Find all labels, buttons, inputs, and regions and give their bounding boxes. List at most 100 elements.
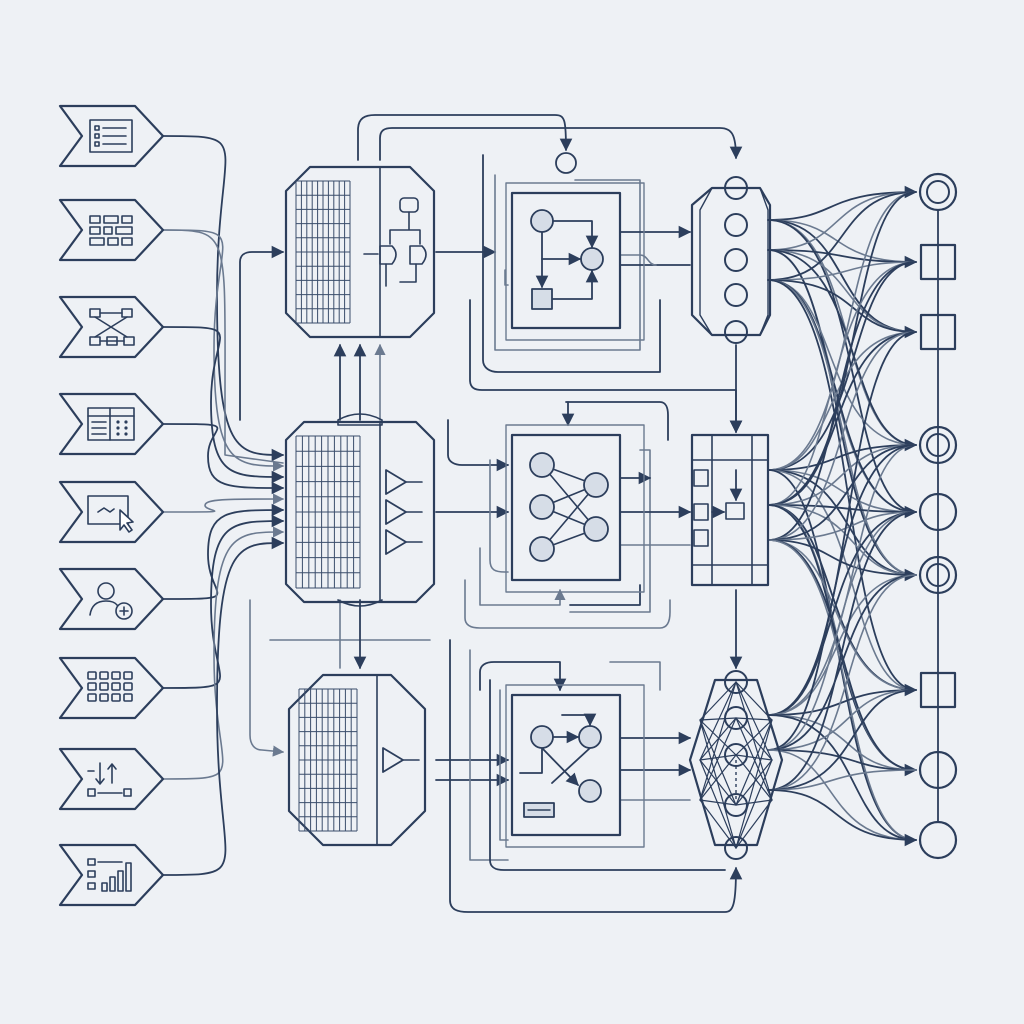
connection-wire xyxy=(767,511,917,791)
connection-wire xyxy=(519,747,543,774)
connection-wire xyxy=(767,331,917,506)
output-1[interactable] xyxy=(918,172,958,212)
connection-wire xyxy=(767,689,917,791)
output-circle xyxy=(918,492,958,532)
hub-top[interactable] xyxy=(690,176,772,344)
connection-wire xyxy=(162,503,285,600)
hub-body xyxy=(690,186,772,337)
processor-top[interactable] xyxy=(284,165,436,339)
output-6[interactable] xyxy=(918,555,958,595)
connection-wire xyxy=(767,261,917,506)
output-9[interactable] xyxy=(918,820,958,860)
connection-wire xyxy=(162,326,285,484)
amplifier-icon xyxy=(385,469,423,555)
input-cursor[interactable] xyxy=(58,480,165,544)
input-chevron xyxy=(58,747,165,811)
output-8[interactable] xyxy=(918,750,958,790)
input-grid[interactable] xyxy=(58,656,165,720)
output-5[interactable] xyxy=(918,492,958,532)
module-body xyxy=(510,433,622,582)
connection-wire xyxy=(504,269,509,286)
connection-wire xyxy=(767,279,917,446)
connection-wire xyxy=(239,245,285,421)
processor-middle[interactable] xyxy=(284,420,436,604)
processor-body xyxy=(287,673,427,847)
module-middle[interactable] xyxy=(505,424,645,593)
connection-wire xyxy=(379,127,743,161)
input-user[interactable] xyxy=(58,567,165,631)
connection-wire xyxy=(464,579,671,629)
user-add-icon xyxy=(89,582,133,620)
junction-node xyxy=(555,152,577,174)
connection-wire xyxy=(162,526,285,780)
output-circle xyxy=(918,555,958,595)
connection-wire xyxy=(609,661,661,691)
module-bottom[interactable] xyxy=(505,684,645,848)
connection-wire xyxy=(552,220,599,249)
connection-wire xyxy=(767,689,917,751)
connection-wire xyxy=(357,114,573,161)
output-4[interactable] xyxy=(918,425,958,465)
connection-wire xyxy=(767,261,917,471)
bar-chart-icon xyxy=(87,858,132,892)
neural-net-icon xyxy=(529,452,609,562)
hub-body xyxy=(688,678,784,847)
diagram-nodes xyxy=(58,104,958,907)
connection-wire xyxy=(479,661,567,692)
connection-wire xyxy=(551,269,599,300)
module-body xyxy=(510,191,622,330)
output-3[interactable] xyxy=(919,313,957,351)
module-frame xyxy=(505,684,645,848)
input-chevron xyxy=(58,656,165,720)
connection-wire xyxy=(569,449,651,613)
output-2[interactable] xyxy=(919,243,957,281)
connection-wire xyxy=(767,331,917,716)
hub-bottom[interactable] xyxy=(688,670,784,860)
hub-middle[interactable] xyxy=(690,433,770,587)
output-7[interactable] xyxy=(919,671,957,709)
tree-icon xyxy=(89,308,135,346)
connection-wire xyxy=(767,279,917,576)
processor-grid xyxy=(295,180,351,324)
connection-wire xyxy=(767,539,917,691)
connection-wire xyxy=(767,191,917,281)
list-icon xyxy=(89,119,133,153)
cursor-icon xyxy=(87,495,134,533)
input-tree[interactable] xyxy=(58,295,165,359)
input-chevron xyxy=(58,198,165,262)
connection-wire xyxy=(767,331,917,471)
input-sort[interactable] xyxy=(58,747,165,811)
connection-wire xyxy=(767,279,918,339)
input-blocks[interactable] xyxy=(58,198,165,262)
connection-wire xyxy=(489,459,509,573)
switch-icon xyxy=(693,469,745,547)
connection-wire xyxy=(569,584,641,606)
module-top[interactable] xyxy=(505,182,645,341)
output-inner-ring xyxy=(926,180,950,204)
connection-wire xyxy=(162,229,285,472)
hub-edge xyxy=(699,187,769,336)
connection-wire xyxy=(447,419,510,472)
input-chevron xyxy=(58,104,165,168)
connection-wire xyxy=(767,279,917,691)
connection-wire xyxy=(767,504,917,576)
connection-wire xyxy=(767,191,917,471)
connection-wire xyxy=(249,599,285,757)
input-table[interactable] xyxy=(58,392,165,456)
processor-bottom[interactable] xyxy=(287,673,427,847)
connection-wire xyxy=(561,713,597,727)
connection-wire xyxy=(767,504,918,519)
connection-wire xyxy=(449,639,743,913)
connection-wire xyxy=(482,154,661,373)
connection-wire xyxy=(565,401,669,441)
hub-body xyxy=(690,433,770,587)
sort-icon xyxy=(87,762,132,797)
connection-wire xyxy=(162,423,285,495)
connection-wire xyxy=(767,469,917,513)
connection-wire xyxy=(767,749,918,777)
input-list[interactable] xyxy=(58,104,165,168)
input-chart[interactable] xyxy=(58,843,165,907)
connection-wire xyxy=(489,679,726,871)
connection-wire xyxy=(767,438,918,471)
